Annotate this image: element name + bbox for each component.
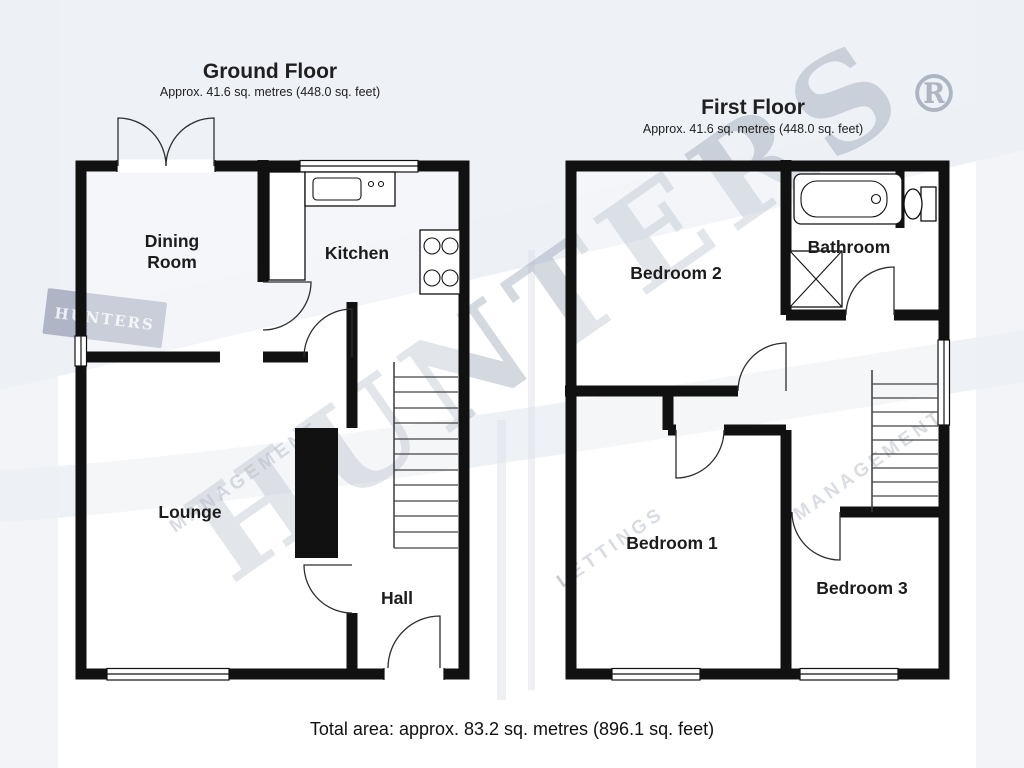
kitchen-window xyxy=(299,159,419,173)
bathroom-door-arc xyxy=(845,266,895,316)
ground-exterior-walls xyxy=(75,160,470,680)
sink-icon xyxy=(304,171,396,207)
bath-icon xyxy=(793,173,903,225)
kitchen-counter xyxy=(268,171,306,281)
front-door-arc xyxy=(387,615,441,669)
room-label-bedroom1: Bedroom 1 xyxy=(626,533,718,553)
ground-floor-area: Approx. 41.6 sq. metres (448.0 sq. feet) xyxy=(160,85,380,99)
kitchen-door-arc xyxy=(262,281,312,331)
bedroom1-window xyxy=(611,667,701,681)
ground-staircase xyxy=(393,362,458,549)
registered-trademark-symbol: ® xyxy=(908,64,960,125)
room-label-dining-line1: Dining xyxy=(145,231,199,251)
chimney-breast xyxy=(295,428,338,558)
toilet-icon xyxy=(903,186,937,222)
awning-curve-shape xyxy=(0,330,1024,522)
right-photo-edge xyxy=(976,0,1024,768)
room-label-bathroom: Bathroom xyxy=(808,237,891,257)
shopfront-mullion xyxy=(497,420,506,700)
total-area-text: Total area: approx. 83.2 sq. metres (896… xyxy=(310,719,714,739)
lounge-window xyxy=(106,667,230,681)
left-photo-edge xyxy=(0,0,58,768)
sign-board xyxy=(42,288,167,349)
first-floor-area: Approx. 41.6 sq. metres (448.0 sq. feet) xyxy=(643,122,863,136)
bedroom2-door-arc xyxy=(737,342,787,392)
room-label-hall: Hall xyxy=(381,588,413,608)
hall-kitchen-door-arc xyxy=(303,308,353,358)
lounge-door-arc xyxy=(303,564,353,614)
first-floor-interior xyxy=(576,171,939,669)
first-interior-walls xyxy=(565,160,944,674)
bedroom3-window xyxy=(799,667,899,681)
hunters-shop-sign: HUNTERS xyxy=(42,288,167,349)
building-fascia-shape xyxy=(0,0,1024,330)
dining-side-window xyxy=(74,335,88,367)
room-label-lounge: Lounge xyxy=(158,502,221,522)
ground-floor-plan: Ground Floor Approx. 41.6 sq. metres (44… xyxy=(74,60,470,681)
shopfront-mullion xyxy=(528,250,535,690)
ground-floor-title: Ground Floor xyxy=(203,60,337,83)
first-floor-title: First Floor xyxy=(701,96,805,119)
ground-interior-walls xyxy=(75,160,358,674)
first-floor-plan: First Floor Approx. 41.6 sq. metres (448… xyxy=(565,96,951,681)
french-door-left-arc xyxy=(117,117,167,167)
room-label-kitchen: Kitchen xyxy=(325,243,389,263)
hob-icon xyxy=(419,229,461,295)
front-door-opening xyxy=(383,667,445,681)
first-staircase xyxy=(871,370,938,512)
room-label-dining-line2: Room xyxy=(147,252,197,272)
room-label-bedroom2: Bedroom 2 xyxy=(630,263,722,283)
room-label-bedroom3: Bedroom 3 xyxy=(816,578,908,598)
bedroom3-door-arc xyxy=(791,511,841,561)
bedroom1-door-arc xyxy=(675,429,725,479)
french-door-right-arc xyxy=(165,117,215,167)
shower-icon xyxy=(789,250,843,308)
landing-window xyxy=(937,339,951,426)
